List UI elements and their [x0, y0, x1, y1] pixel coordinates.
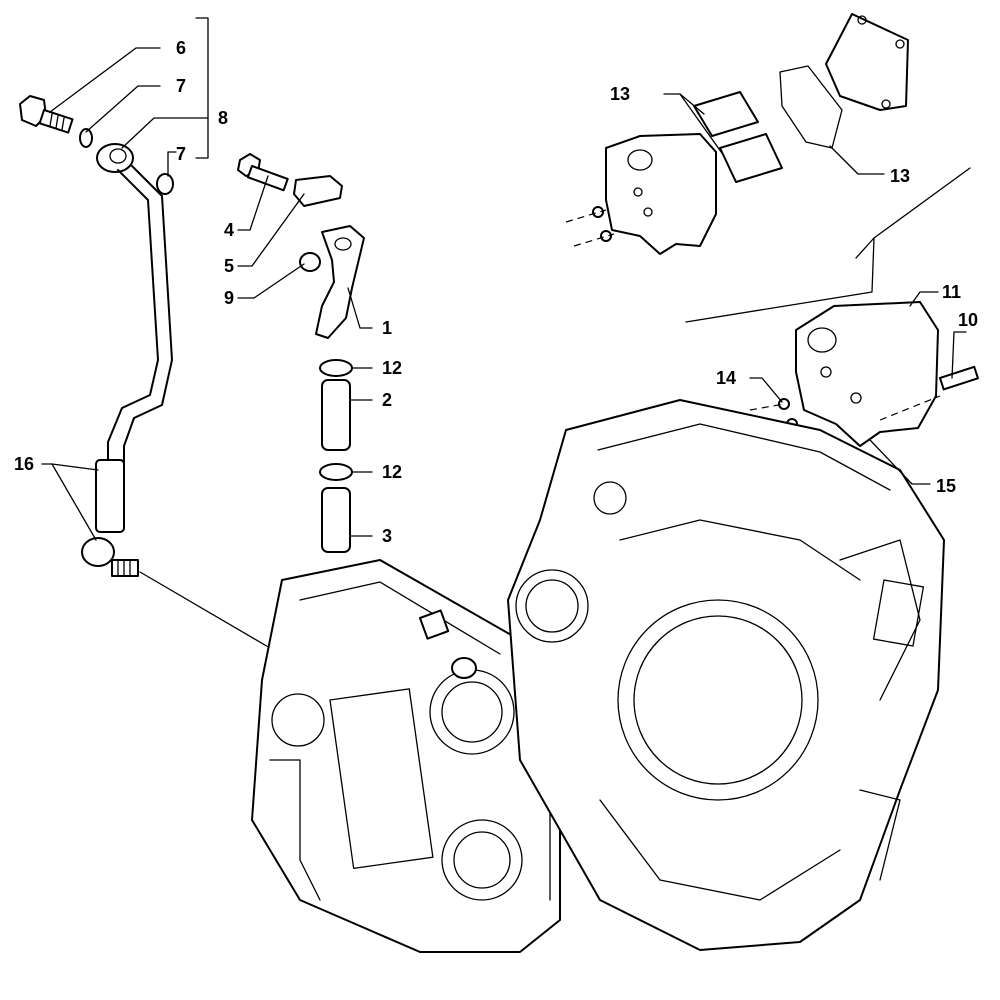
label-part-5: 5	[224, 256, 234, 276]
sealing-washer-2	[156, 173, 174, 195]
label-part-15: 15	[936, 476, 956, 496]
oil-pipe-assembly	[19, 17, 283, 656]
label-part-8: 8	[218, 108, 228, 128]
exchanger-body	[795, 301, 939, 447]
label-part-14: 14	[716, 368, 736, 388]
connector-tube	[321, 379, 351, 451]
label-part-9: 9	[224, 288, 234, 308]
label-part-6: 6	[176, 38, 186, 58]
group-bracket	[195, 17, 209, 159]
cover-flange	[825, 13, 909, 111]
banjo-bolt	[19, 95, 74, 134]
label-part-4: 4	[224, 220, 234, 240]
sealing-washer	[79, 128, 93, 148]
mounting-bolt	[939, 365, 979, 391]
lower-banjo-fitting	[81, 537, 139, 577]
clamp-bracket	[293, 175, 343, 207]
seal-sleeve	[693, 91, 759, 137]
connector-parts	[237, 153, 365, 553]
bolt	[237, 153, 289, 192]
exploded-view-outline	[685, 167, 971, 323]
front-housing	[251, 559, 561, 953]
label-part-3: 3	[382, 526, 392, 546]
leader-lines	[41, 47, 967, 541]
mounted-heat-exchanger	[749, 301, 979, 447]
small-washer-2	[600, 230, 612, 242]
o-ring-seal	[299, 252, 321, 272]
seal-sleeve-2	[719, 133, 783, 183]
seal-ring-2	[319, 463, 353, 481]
seal-ring	[319, 359, 353, 377]
elbow-connector	[315, 225, 365, 339]
label-part-13-second: 13	[890, 166, 910, 186]
label-part-7-second: 7	[176, 144, 186, 164]
label-part-12-second: 12	[382, 462, 402, 482]
pipe-sleeve	[95, 459, 125, 533]
label-part-12: 12	[382, 358, 402, 378]
exploded-heat-exchanger	[565, 13, 971, 323]
label-part-16: 16	[14, 454, 34, 474]
oil-pipe	[107, 169, 159, 471]
flywheel-housing-outline	[507, 399, 945, 951]
label-part-1: 1	[382, 318, 392, 338]
exchanger-body-exploded	[605, 133, 717, 255]
label-part-11: 11	[942, 282, 961, 302]
label-part-2: 2	[382, 390, 392, 410]
flywheel-housing	[507, 399, 945, 951]
label-part-13: 13	[610, 84, 630, 104]
connector-tube-2	[321, 487, 351, 553]
banjo-fitting	[96, 143, 134, 173]
part-labels: 6 7 8 7 4 5 9 1 12 2 12 3 13 13 11 10 14…	[14, 38, 978, 546]
housing-outline	[251, 559, 561, 953]
label-part-10: 10	[958, 310, 978, 330]
label-part-7: 7	[176, 76, 186, 96]
assembly-guide-line	[139, 571, 283, 656]
small-washer	[592, 206, 604, 218]
